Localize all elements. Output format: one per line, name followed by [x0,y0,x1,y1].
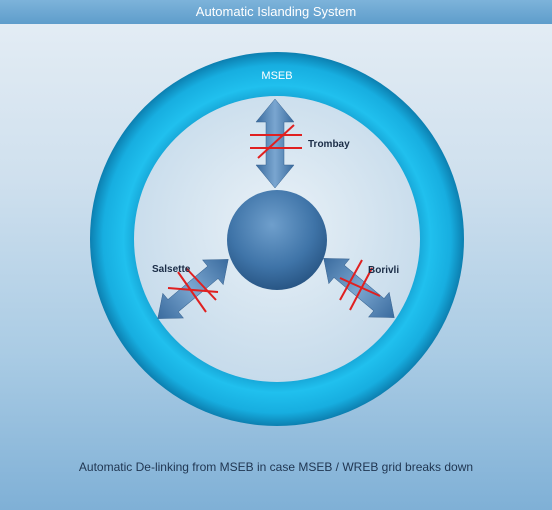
page-title: Automatic Islanding System [195,4,357,19]
borivli-cut-mark [339,259,381,311]
title-bar: Automatic Islanding System [0,0,552,24]
borivli-label: Borivli [368,265,399,276]
diagram-caption: Automatic De-linking from MSEB in case M… [78,460,474,474]
salsette-label: Salsette [152,264,191,275]
ring-label: MSEB [261,70,292,82]
salsette-cut-mark [167,267,219,313]
borivli-link-arrow [323,258,395,318]
central-hub [227,190,327,290]
trombay-cut-mark [250,124,302,159]
trombay-label: Trombay [308,139,350,150]
